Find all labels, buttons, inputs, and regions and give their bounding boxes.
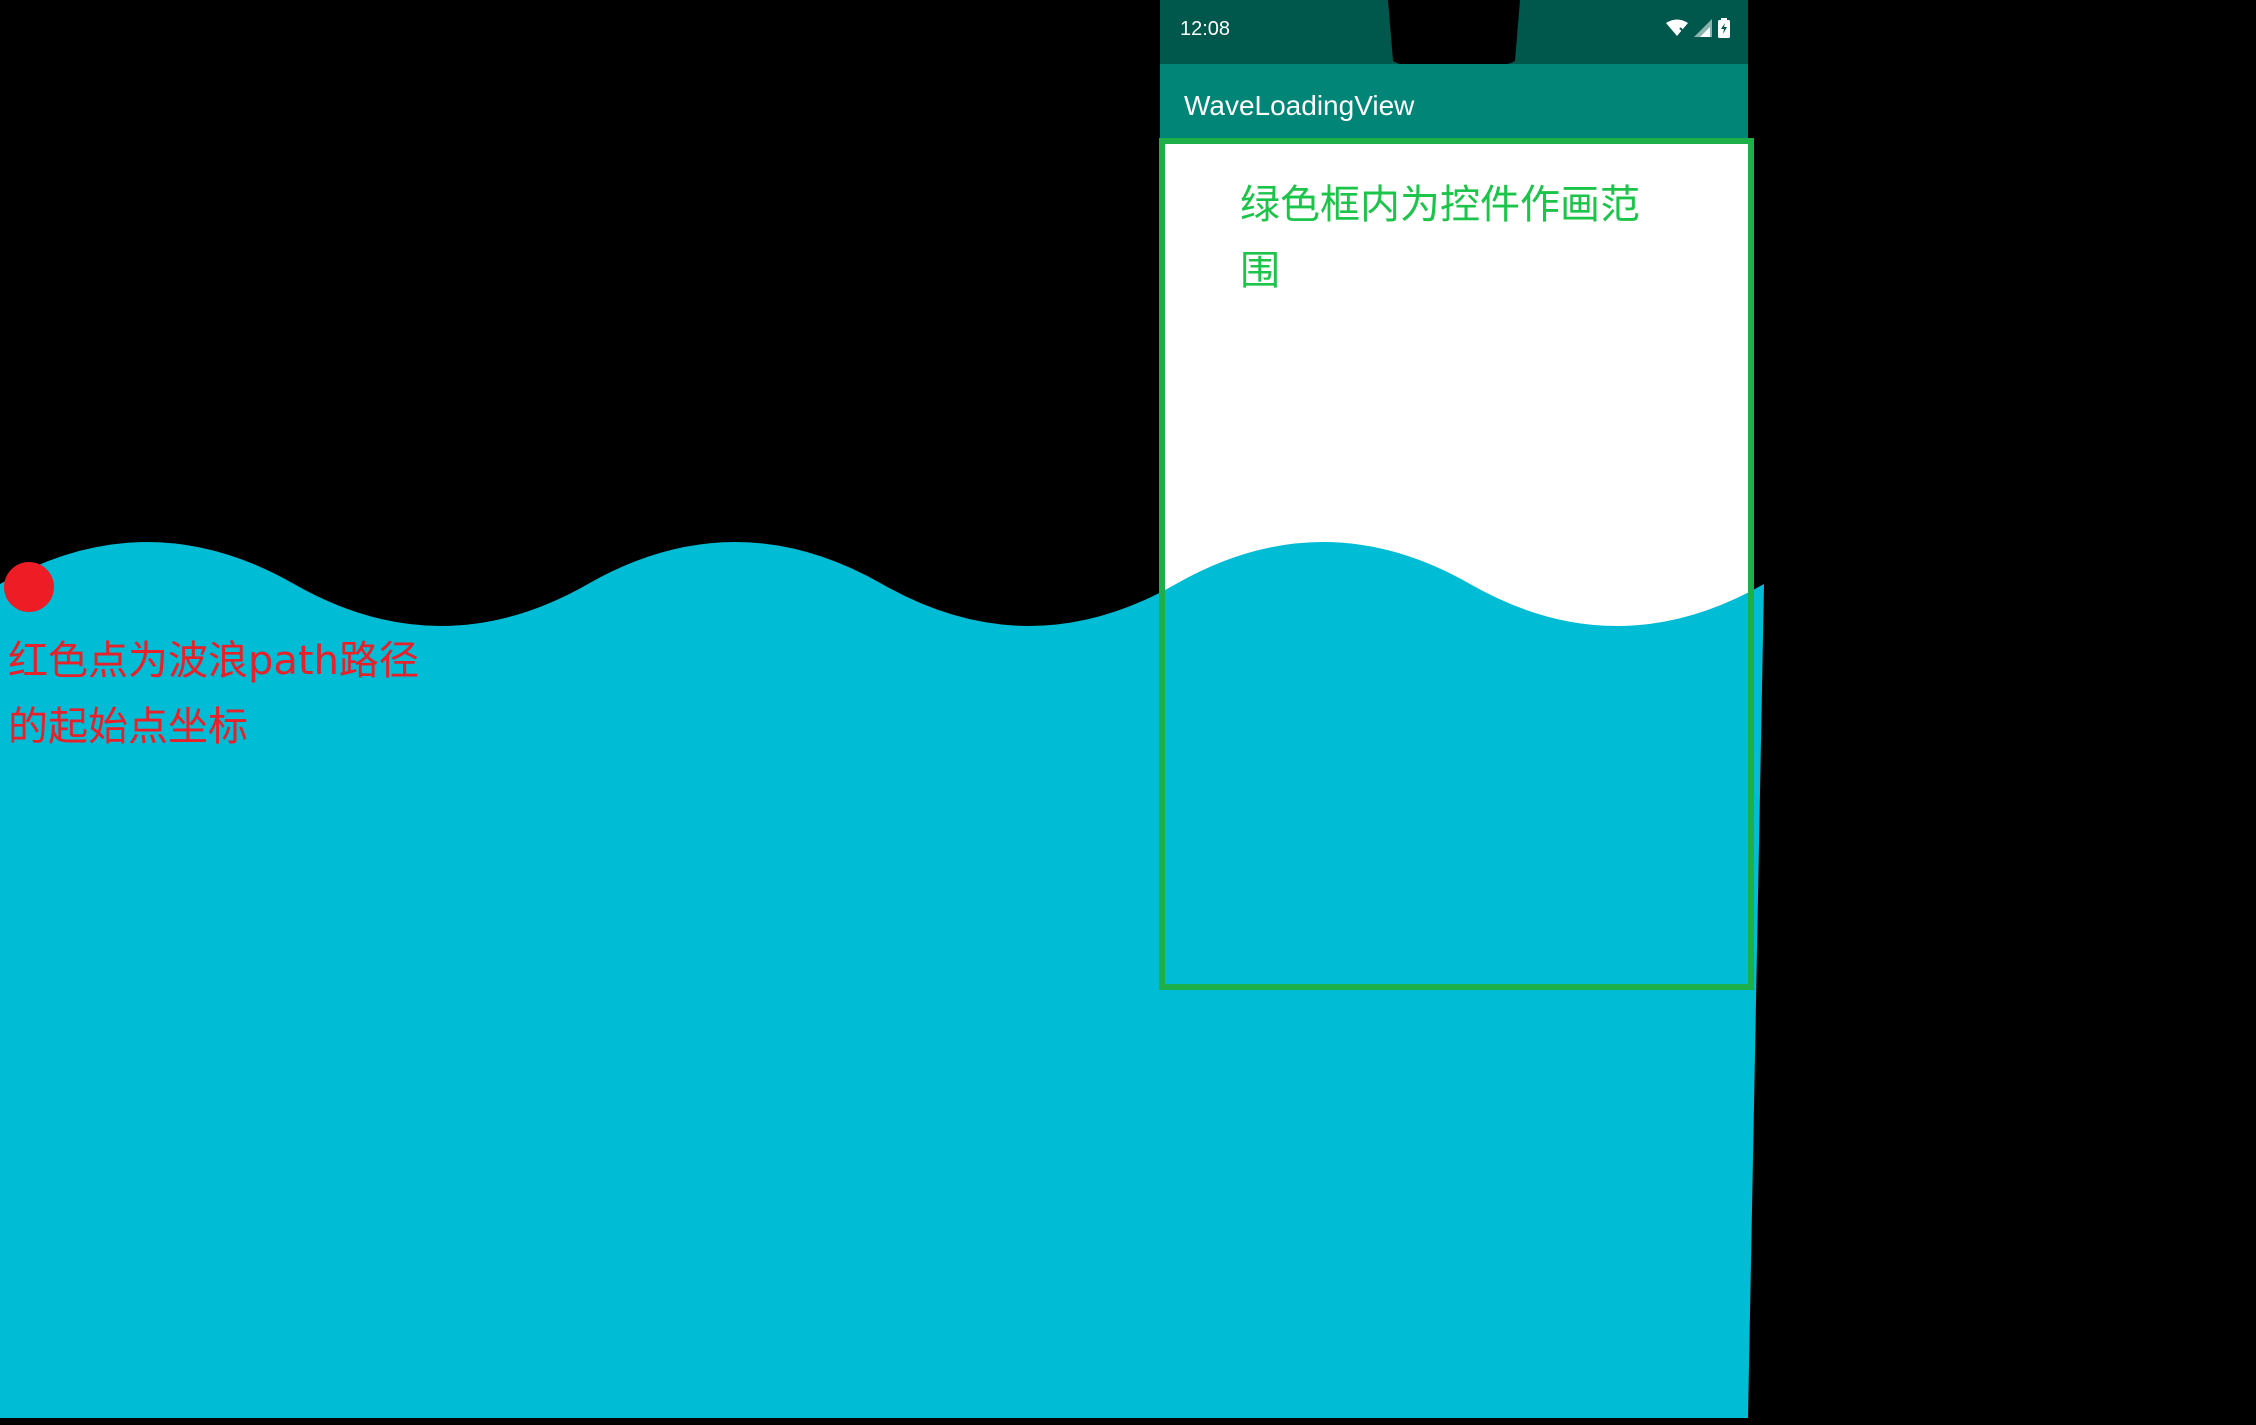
app-toolbar: WaveLoadingView [1160,64,1748,142]
status-icons [1666,18,1730,38]
drawing-area-note: 绿色框内为控件作画范围 [1240,182,1640,294]
display-notch [1388,0,1520,64]
status-time: 12:08 [1180,18,1231,40]
wave-shape [0,542,1764,1418]
path-start-point [4,562,54,612]
toolbar-title: WaveLoadingView [1184,90,1415,121]
status-bar: 12:08 [1160,0,1748,64]
signal-icon [1694,19,1712,37]
battery-icon [1718,18,1730,38]
wifi-icon [1666,19,1688,37]
path-start-note: 红色点为波浪path路径的起始点坐标 [8,638,419,750]
